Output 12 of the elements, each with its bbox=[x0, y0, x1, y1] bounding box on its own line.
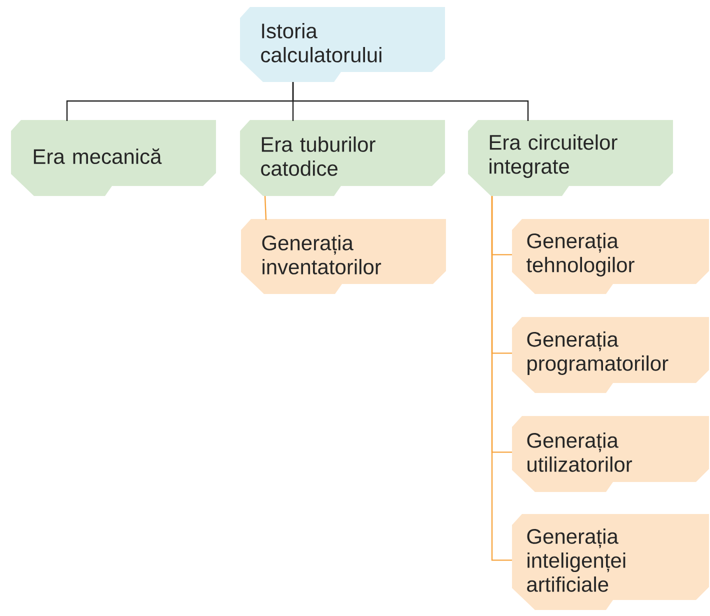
generation-box: Generația tehnologilor bbox=[512, 219, 709, 294]
connector-line bbox=[491, 196, 512, 561]
title-box: Istoria calculatorului bbox=[240, 7, 445, 82]
generation-box: Generația inteligenței artificiale bbox=[512, 514, 709, 610]
connector-line bbox=[264, 196, 267, 220]
generation-box: Generația utilizatorilor bbox=[512, 416, 709, 492]
generation-box: Generația programatorilor bbox=[512, 317, 709, 393]
connector-line bbox=[292, 82, 529, 121]
era-box: Era mecanică bbox=[11, 120, 216, 196]
era-box: Era circuitelor integrate bbox=[468, 120, 673, 196]
generation-box: Generația inventatorilor bbox=[241, 219, 446, 294]
era-box: Era tuburilor catodice bbox=[240, 120, 445, 196]
